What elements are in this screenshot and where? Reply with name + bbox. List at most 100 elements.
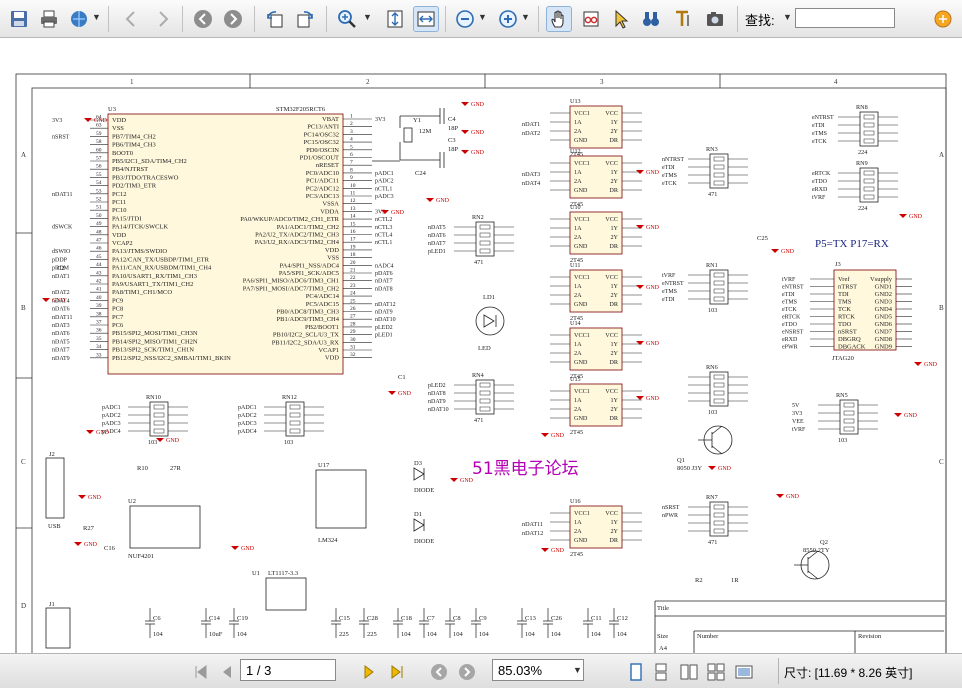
document-viewport[interactable]: 1 2 3 4 A B C D A B C U3 STM32F205RCT6 6…	[0, 38, 962, 653]
ground-label: GND	[646, 285, 660, 291]
ground-label: GND	[436, 198, 450, 204]
net-label: 3V3	[792, 411, 802, 417]
zoom-tool-icon[interactable]	[334, 6, 360, 32]
frame-row-label: B	[939, 304, 944, 312]
u3-pin-name: PB15/SPI2_MOSI/TIM1_CH3N	[112, 330, 198, 337]
u3-pin-name: PA14/JTCK/SWCLK	[112, 224, 168, 231]
u3-pin-name: PC1/ADC11	[306, 178, 339, 185]
rotate-counterclockwise-icon[interactable]	[262, 6, 288, 32]
email-icon[interactable]	[66, 6, 92, 32]
capacitor-value: 104	[453, 631, 464, 638]
buffer-pin-name: GND	[574, 301, 588, 308]
email-dropdown-arrow[interactable]: ▼	[92, 12, 101, 22]
capacitor-refdes: C11	[591, 615, 602, 622]
text-select-icon[interactable]	[670, 6, 696, 32]
first-page-icon[interactable]	[190, 661, 212, 683]
forward-view-icon[interactable]	[456, 661, 478, 683]
reading-mode-icon[interactable]	[578, 6, 604, 32]
ground-symbol: GND	[78, 495, 102, 501]
capacitor-refdes: C12	[617, 615, 628, 622]
buffer-pin-name: VCC	[605, 388, 618, 395]
zoom-in-icon[interactable]	[495, 6, 521, 32]
buffer-pin-name: GND	[574, 137, 588, 144]
capacitor-refdes: C19	[237, 615, 248, 622]
u17-refdes: U17	[318, 462, 330, 469]
snapshot-icon[interactable]	[702, 6, 728, 32]
two-page-view-icon[interactable]	[678, 661, 700, 683]
net-label: pDDM	[52, 266, 70, 272]
zoom-level-dropdown-arrow[interactable]: ▼	[573, 665, 582, 675]
fit-page-icon[interactable]	[382, 6, 408, 32]
buffer-pin-name: VCC	[605, 332, 618, 339]
continuous-view-icon[interactable]	[650, 661, 672, 683]
zoom-in-dropdown-arrow[interactable]: ▼	[521, 12, 530, 22]
back-view-icon[interactable]	[428, 661, 450, 683]
net-label: pADC3	[102, 421, 121, 427]
u3-pin-number: 1	[350, 114, 353, 120]
buffer-pin-name: 2Y	[610, 292, 618, 299]
u3-pin-name: VDD	[325, 247, 339, 254]
previous-page-icon[interactable]	[190, 6, 216, 32]
two-page-continuous-view-icon[interactable]	[705, 661, 727, 683]
print-icon[interactable]	[36, 6, 62, 32]
u3-pin-number: 47	[96, 238, 102, 244]
zoom-tool-dropdown-arrow[interactable]: ▼	[363, 12, 372, 22]
prev-page-arrow-icon[interactable]	[216, 661, 238, 683]
ground-label: GND	[551, 548, 565, 554]
u3-pin-number: 6	[350, 152, 353, 158]
r10-refdes: R10	[137, 465, 148, 472]
ground-label: GND	[94, 118, 108, 124]
buffer-pin-name: 1Y	[610, 519, 618, 526]
net-label: nDAT2	[52, 290, 70, 296]
single-page-view-icon[interactable]	[625, 661, 647, 683]
next-page-arrow-icon[interactable]	[358, 661, 380, 683]
find-settings-icon[interactable]	[930, 6, 956, 32]
rotate-clockwise-icon[interactable]	[292, 6, 318, 32]
zoom-level-field[interactable]	[492, 659, 584, 681]
find-options-dropdown-arrow[interactable]: ▼	[783, 12, 792, 22]
u3-part: STM32F205RCT6	[276, 106, 326, 113]
next-view-icon[interactable]	[150, 6, 176, 32]
fullscreen-icon[interactable]	[733, 661, 755, 683]
u3-pin-number: 15	[350, 221, 356, 227]
select-tool-icon[interactable]	[608, 6, 634, 32]
zoom-out-icon[interactable]	[452, 6, 478, 32]
buffer-refdes: U11	[570, 262, 580, 269]
next-page-icon[interactable]	[220, 6, 246, 32]
hand-tool-icon[interactable]	[546, 6, 572, 32]
j2-label: USB	[48, 523, 61, 530]
save-icon[interactable]	[6, 6, 32, 32]
ground-label: GND	[166, 438, 180, 444]
capacitor-value: 10uF	[209, 631, 223, 638]
fit-width-icon[interactable]	[413, 6, 439, 32]
r10-value: 27R	[170, 465, 182, 472]
u3-pin-name: PC14/OSC32	[304, 131, 339, 138]
net-label: nDAT10	[375, 317, 396, 323]
u3-pin-number: 30	[350, 337, 356, 343]
ground-symbol: GND	[426, 198, 450, 204]
net-label: 3V3	[375, 117, 385, 123]
net-label: eTDI	[812, 123, 825, 129]
j3-pin-name: GND8	[875, 336, 892, 343]
binoculars-find-icon[interactable]	[638, 6, 664, 32]
net-label: nDAT3	[522, 171, 540, 178]
j3-refdes: J3	[835, 261, 841, 268]
page-number-field[interactable]	[240, 659, 336, 681]
previous-view-icon[interactable]	[118, 6, 144, 32]
u3-pin-number: 54	[96, 180, 102, 186]
zoom-out-dropdown-arrow[interactable]: ▼	[478, 12, 487, 22]
frame-row-label: D	[21, 602, 26, 610]
buffer-pin-name: 1A	[574, 341, 582, 348]
capacitor-value: 104	[479, 631, 490, 638]
find-input[interactable]	[795, 8, 895, 28]
capacitor-value: 104	[591, 631, 602, 638]
c4-refdes: C4	[448, 116, 456, 123]
j3-pin-name: GND4	[875, 306, 893, 313]
last-page-icon[interactable]	[386, 661, 408, 683]
buffer-pin-name: 2Y	[610, 528, 618, 535]
